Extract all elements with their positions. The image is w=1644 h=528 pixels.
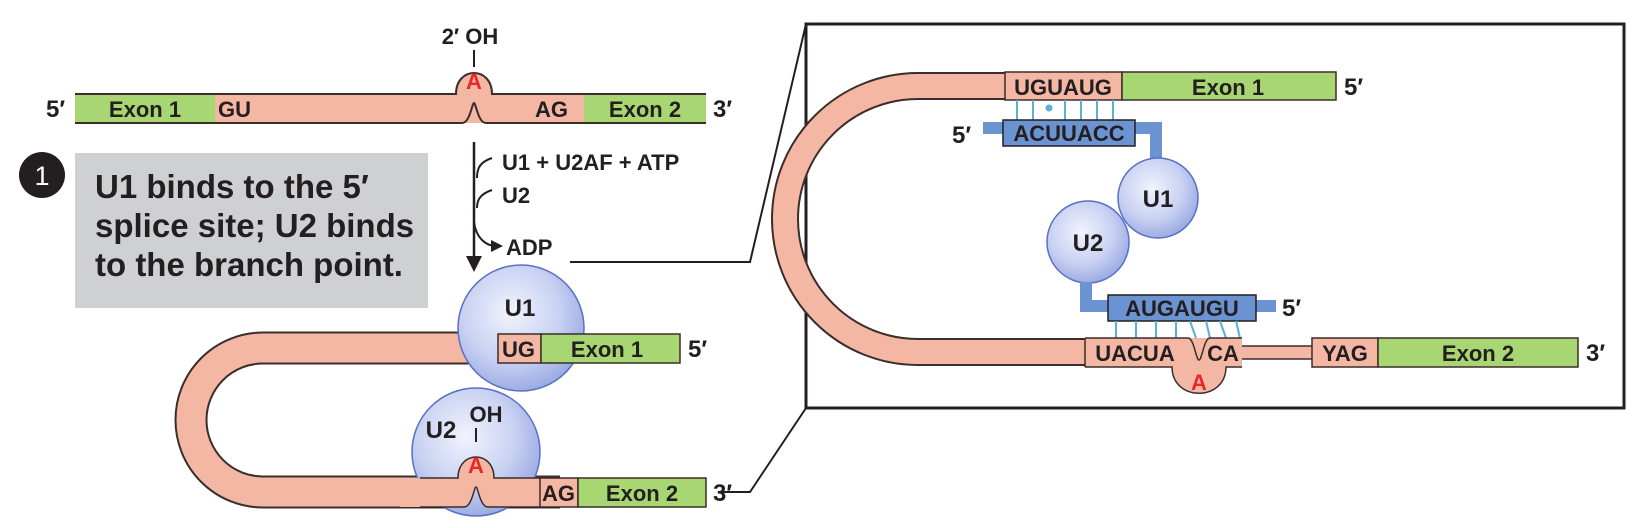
inset-exon1 (1121, 71, 1337, 101)
adp-arrowhead (491, 240, 503, 252)
inset-connector (1242, 346, 1312, 359)
complex-branch-bump (400, 457, 540, 507)
step-line-1: U1 binds to the 5′ (95, 168, 369, 205)
reaction-arrow: U1 + U2AF + ATP U2 ADP (466, 142, 679, 272)
complex-ug-label: UG (502, 337, 535, 362)
reaction-product: ADP (506, 235, 552, 260)
complex-loop-fill (176, 333, 560, 507)
inset-uacua-label: UACUA (1095, 341, 1175, 366)
inset-augaugu (1107, 294, 1257, 322)
step-line-3: to the branch point. (95, 246, 403, 283)
inset-exon1-label: Exon 1 (1192, 75, 1264, 100)
top-gu-label: GU (218, 97, 251, 122)
reaction-arrowhead (466, 256, 482, 272)
inset-yag (1311, 337, 1379, 368)
reaction-line2: U2 (502, 183, 530, 208)
step-badge (19, 152, 65, 198)
zoom-line-top (570, 23, 807, 263)
top-three-prime: 3′ (713, 96, 732, 123)
top-exon2 (584, 94, 706, 123)
inset-acuuacc-label: ACUUACC (1013, 121, 1124, 146)
complex-exon2-label: Exon 2 (606, 481, 678, 506)
inset-exon2-label: Exon 2 (1442, 341, 1514, 366)
inset-uguaug (1004, 71, 1123, 101)
u1-snrnp (457, 264, 585, 392)
inset-five-prime-top: 5′ (1344, 74, 1363, 101)
complex-ag-segment (539, 477, 579, 508)
inset-u1-label: U1 (1143, 186, 1174, 213)
top-ag-label: AG (535, 97, 568, 122)
u1-wobble-dot (1045, 104, 1053, 112)
reaction-input-curve-2 (476, 189, 493, 209)
complex-branch-edges (420, 456, 540, 508)
inset-uguaug-label: UGUAUG (1014, 75, 1112, 100)
top-oh-label: 2′ OH (442, 24, 499, 49)
complex-u2-label: U2 (426, 417, 457, 444)
reaction-line1: U1 + U2AF + ATP (502, 150, 679, 175)
step-description: U1 binds to the 5′ splice site; U2 binds… (75, 153, 428, 308)
inset-panel: UGUAUG Exon 1 5′ ACUUACC 5′ U1 U2 AUGAUG… (771, 22, 1626, 410)
complex-oh-label: OH (470, 402, 503, 427)
top-exon1-label: Exon 1 (109, 97, 181, 122)
inset-u2-five: 5′ (1282, 295, 1301, 322)
u1-base-pairing (1016, 100, 1114, 121)
inset-exon2 (1377, 337, 1579, 368)
top-strand-edges (75, 72, 706, 124)
top-ag-segment (530, 94, 584, 123)
step-line-2: splice site; U2 binds (95, 207, 415, 244)
complex-exon2 (577, 477, 707, 508)
complex-ug-segment (497, 333, 542, 364)
spliceosome-complex: U1 UG Exon 1 5′ U2 OH A AG Exon 2 3′ (174, 264, 732, 517)
zoom-line-bottom (720, 407, 807, 493)
complex-branch-a: A (468, 453, 484, 478)
complex-three-prime: 3′ (713, 480, 732, 507)
top-five-prime: 5′ (46, 96, 65, 123)
top-pre-mrna: 2′ OH A 5′ Exon 1 GU AG Exon 2 3′ (46, 24, 732, 124)
inset-loop-fill (773, 74, 1094, 364)
top-branch-bump (456, 73, 492, 94)
top-exon2-label: Exon 2 (609, 97, 681, 122)
complex-five-prime: 5′ (688, 336, 707, 363)
inset-augaugu-label: AUGAUGU (1125, 296, 1239, 321)
complex-ag-label: AG (542, 481, 575, 506)
complex-exon1-label: Exon 1 (571, 337, 643, 362)
complex-exon1 (540, 333, 681, 364)
inset-branch-edges (1084, 337, 1242, 394)
inset-u2-label: U2 (1073, 230, 1104, 257)
inset-acuuacc (1002, 119, 1136, 147)
inset-u1-five: 5′ (952, 122, 971, 149)
inset-u1-snrnp (1117, 157, 1199, 239)
inset-yag-label: YAG (1322, 341, 1368, 366)
u2-base-pairing (1115, 320, 1241, 339)
inset-branch-a: A (1191, 370, 1207, 395)
reaction-input-curve-1 (476, 157, 493, 179)
top-exon1 (75, 94, 215, 123)
step-number: 1 (34, 161, 49, 191)
top-branch-a: A (466, 69, 482, 94)
complex-u1-label: U1 (505, 295, 536, 322)
inset-ca-label: CA (1207, 341, 1239, 366)
inset-three-prime: 3′ (1586, 340, 1605, 367)
top-intron (215, 94, 542, 123)
